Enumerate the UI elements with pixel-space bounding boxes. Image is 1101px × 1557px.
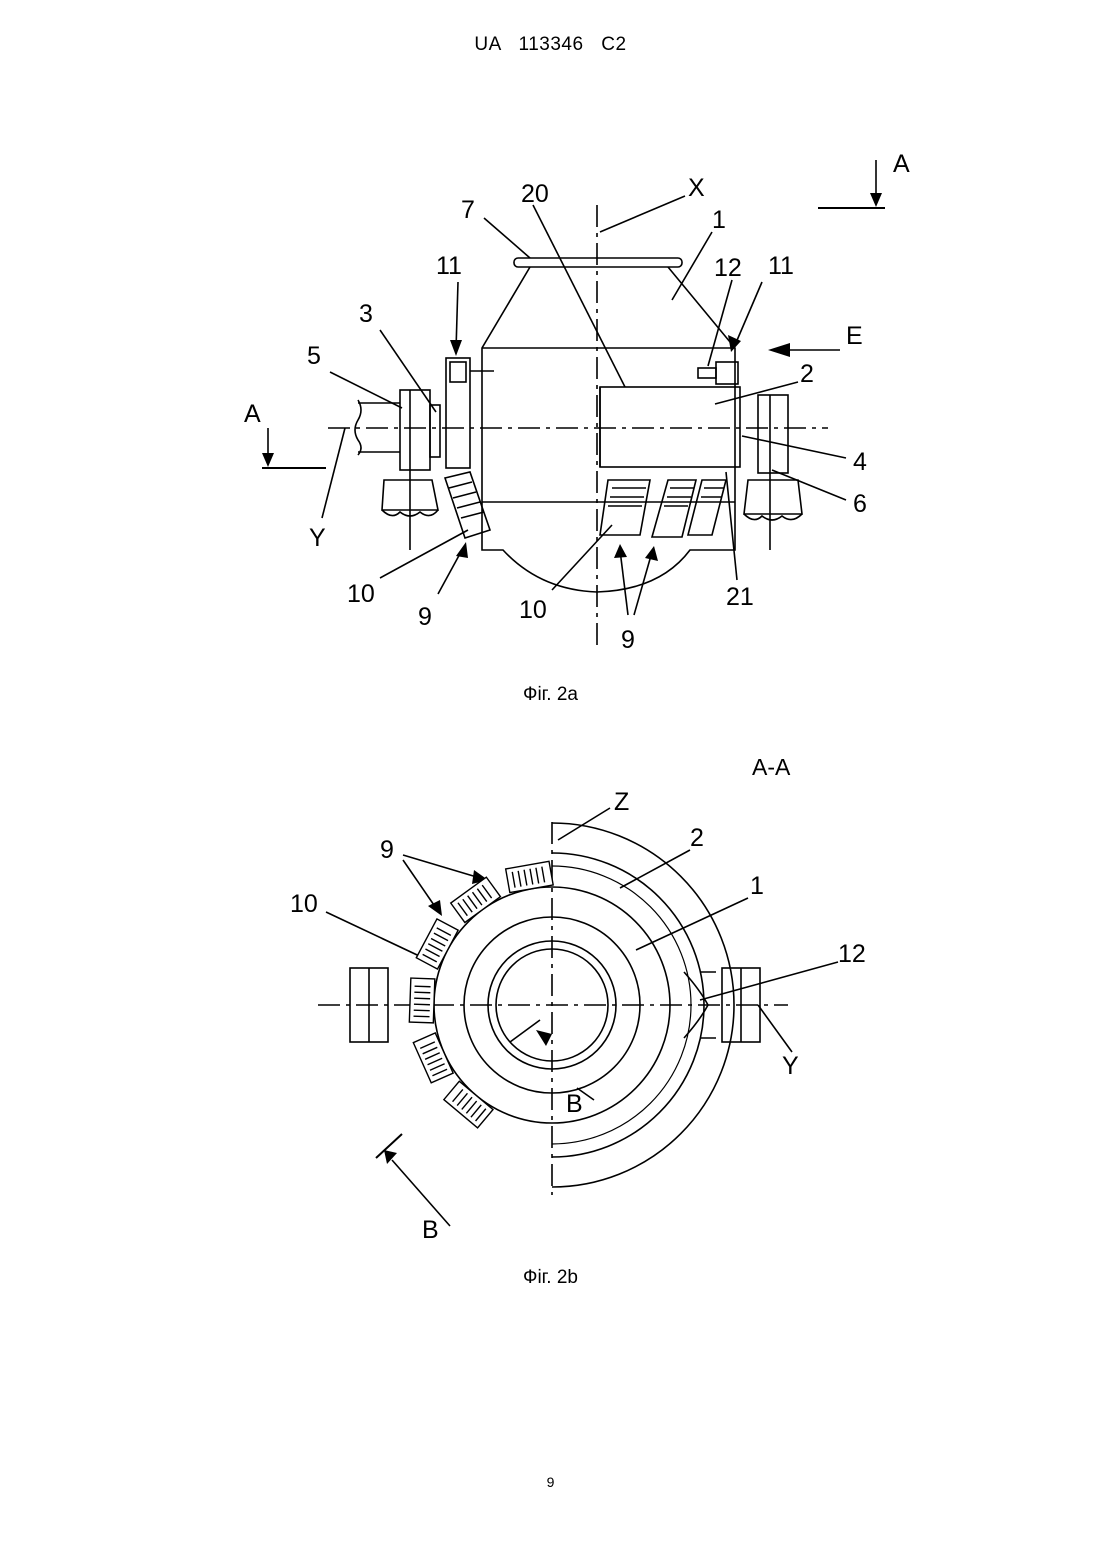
label-6: 6 bbox=[853, 490, 867, 518]
label-5: 5 bbox=[307, 342, 321, 370]
figure-2b-caption: Фіг. 2b bbox=[0, 1267, 1101, 1289]
label-1: 1 bbox=[712, 206, 726, 234]
label-9-left: 9 bbox=[418, 603, 432, 631]
label-x: X bbox=[688, 174, 705, 202]
label-a-top: A bbox=[893, 150, 910, 178]
label-11-left: 11 bbox=[436, 252, 462, 280]
label-1b: 1 bbox=[750, 872, 764, 900]
label-10b: 10 bbox=[290, 890, 318, 918]
label-10-left: 10 bbox=[347, 580, 375, 608]
label-z: Z bbox=[614, 788, 629, 816]
label-2b: 2 bbox=[690, 824, 704, 852]
label-3: 3 bbox=[359, 300, 373, 328]
label-yb: Y bbox=[782, 1052, 799, 1080]
label-12: 12 bbox=[714, 254, 742, 282]
label-b-outer: B bbox=[422, 1216, 439, 1244]
label-20: 20 bbox=[521, 180, 549, 208]
label-10-mid: 10 bbox=[519, 596, 547, 624]
label-y: Y bbox=[309, 524, 326, 552]
page-number: 9 bbox=[0, 1474, 1101, 1490]
label-11-right: 11 bbox=[768, 252, 794, 280]
label-21: 21 bbox=[726, 583, 754, 611]
label-b-inner: B bbox=[566, 1090, 583, 1118]
label-2: 2 bbox=[800, 360, 814, 388]
label-a-left: A bbox=[244, 400, 261, 428]
label-12b: 12 bbox=[838, 940, 866, 968]
label-e: E bbox=[846, 322, 863, 350]
figure-2b-drawing bbox=[318, 808, 838, 1226]
label-9b: 9 bbox=[380, 836, 394, 864]
label-9-mid: 9 bbox=[621, 626, 635, 654]
figure-2a-caption: Фіг. 2а bbox=[0, 684, 1101, 706]
label-4: 4 bbox=[853, 448, 867, 476]
label-7: 7 bbox=[461, 196, 475, 224]
section-title-a-a: A-A bbox=[752, 754, 790, 781]
